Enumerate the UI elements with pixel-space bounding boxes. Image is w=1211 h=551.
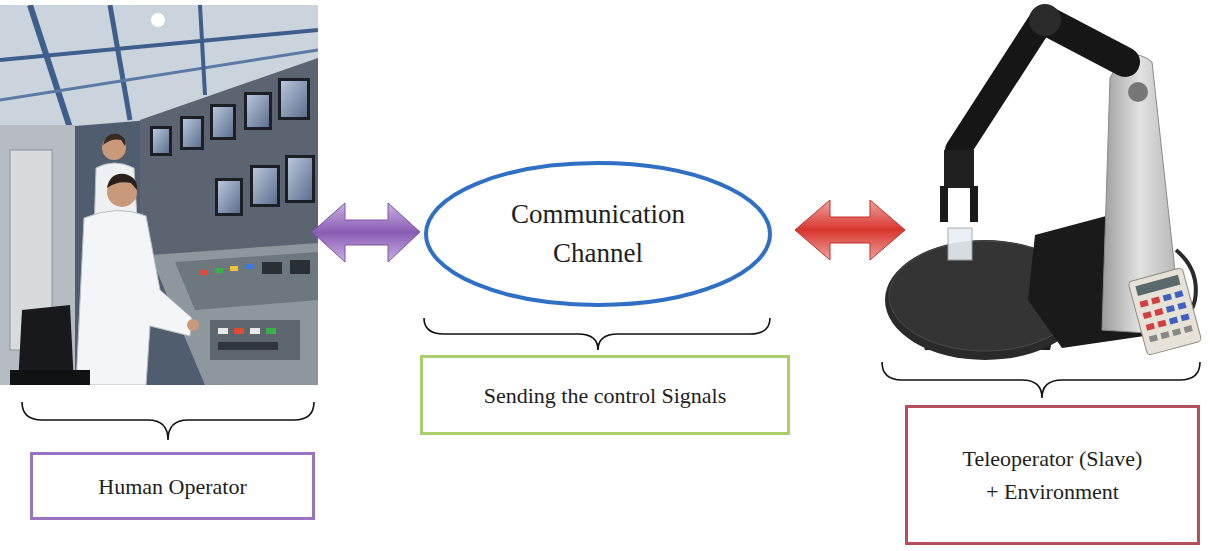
illustration-part — [1146, 323, 1155, 331]
illustration-part — [1128, 268, 1202, 356]
illustration-part — [281, 81, 307, 117]
illustration-part — [1177, 302, 1186, 310]
illustration-part — [958, 20, 1042, 150]
illustration-part — [215, 268, 223, 273]
illustration-part — [1163, 293, 1172, 301]
illustration-part — [1184, 325, 1193, 333]
illustration-part — [30, 5, 70, 128]
illustration-part — [175, 252, 318, 310]
illustration-part — [1180, 313, 1189, 321]
illustration-part — [247, 95, 269, 127]
illustration-part — [230, 266, 238, 271]
double-arrow — [312, 203, 420, 262]
illustration-part — [110, 5, 130, 120]
illustration-part — [278, 78, 310, 120]
illustration-part — [1149, 334, 1158, 342]
illustration-part — [940, 186, 948, 222]
illustration-part — [244, 92, 272, 130]
illustration-part — [1160, 331, 1169, 339]
illustration-part — [250, 165, 280, 207]
illustration-part — [0, 125, 75, 385]
illustration-part — [200, 270, 208, 275]
illustration-part — [1166, 305, 1175, 313]
illustration-part — [213, 107, 233, 137]
illustration-part — [218, 181, 240, 213]
illustration-part — [288, 158, 312, 200]
illustration-part — [183, 119, 201, 147]
node-label: Sending the control Signals — [484, 379, 727, 412]
illustration-part — [262, 262, 282, 274]
illustration-part — [150, 126, 172, 156]
illustration-part — [266, 328, 276, 334]
control-room-photo — [0, 5, 318, 385]
ellipse-outline — [423, 160, 773, 308]
illustration-part — [76, 210, 192, 385]
ellipse-shape — [426, 163, 770, 305]
label-box: Human Operator — [30, 452, 315, 520]
illustration-part — [1029, 4, 1061, 36]
illustration-part — [970, 186, 978, 222]
curly-brace — [424, 318, 770, 350]
illustration-part — [1157, 320, 1166, 328]
channel-ellipse: Communication Channel — [423, 160, 773, 308]
illustration-part — [215, 178, 243, 216]
illustration-part — [0, 5, 318, 385]
label-box: Sending the control Signals — [420, 355, 790, 435]
illustration-part — [1143, 311, 1152, 319]
illustration-part — [1172, 328, 1181, 336]
illustration-part — [0, 30, 318, 60]
node-label: Human Operator — [98, 470, 246, 503]
illustration-part — [200, 5, 205, 95]
node-label: Teleoperator (Slave) + Environment — [958, 442, 1148, 508]
curly-brace — [22, 402, 314, 440]
illustration-part — [140, 58, 318, 255]
illustration-part — [103, 134, 125, 146]
illustration-part — [1128, 82, 1148, 102]
illustration-part — [285, 155, 315, 203]
illustration-part — [1154, 308, 1163, 316]
illustration-part — [218, 342, 278, 350]
illustration-part — [210, 320, 300, 360]
illustration-part — [1128, 268, 1202, 356]
illustration-part — [234, 328, 244, 334]
illustration-part — [245, 264, 253, 269]
illustration-part — [948, 228, 972, 260]
illustration-part — [1139, 300, 1148, 308]
curly-brace — [882, 362, 1200, 398]
illustration-part — [250, 328, 260, 334]
illustration-part — [10, 370, 90, 385]
label-box: Teleoperator (Slave) + Environment — [905, 405, 1200, 545]
illustration-part — [187, 319, 199, 331]
illustration-part — [153, 129, 169, 153]
illustration-part — [0, 5, 318, 132]
robot-arm-picture — [885, 4, 1202, 360]
illustration-part — [151, 13, 165, 27]
double-arrow — [795, 200, 905, 260]
illustration-part — [218, 328, 228, 334]
illustration-part — [290, 260, 310, 274]
illustration-part — [180, 116, 204, 150]
illustration-part — [1169, 317, 1178, 325]
illustration-part — [1174, 290, 1183, 298]
illustration-part — [210, 104, 236, 140]
illustration-part — [1151, 297, 1160, 305]
illustration-part — [253, 168, 277, 204]
node-label: Communication Channel — [493, 195, 703, 273]
illustration-part — [944, 150, 974, 188]
illustration-part — [1135, 275, 1180, 296]
illustration-part — [107, 174, 137, 190]
